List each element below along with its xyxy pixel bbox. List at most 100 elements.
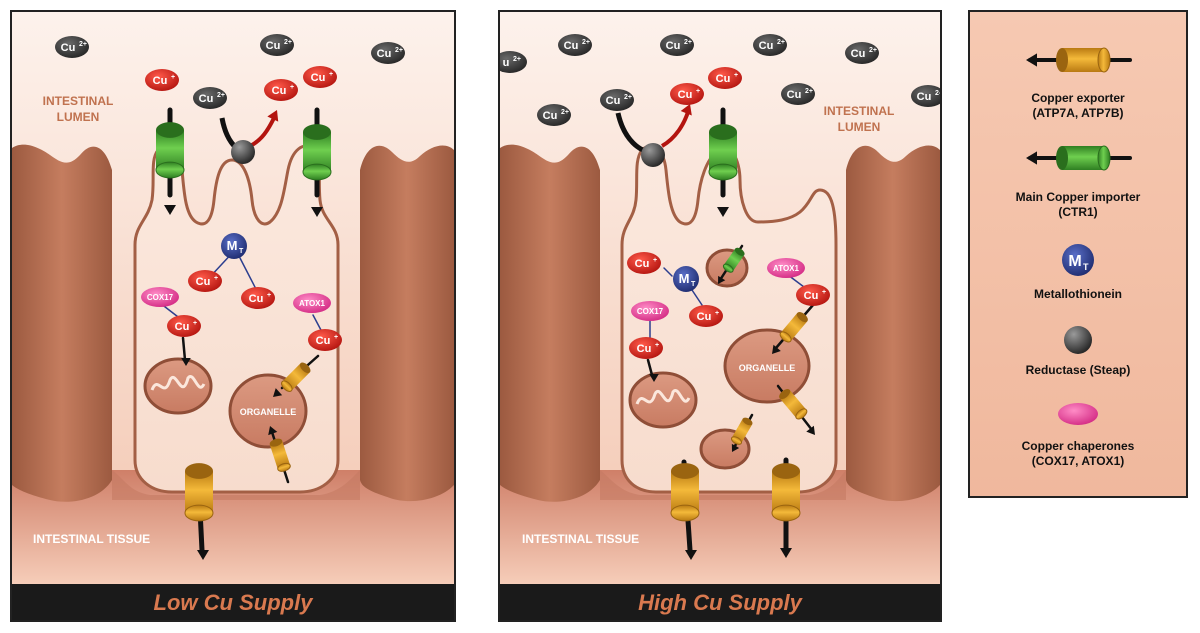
high-lumen-label-line2: LUMEN	[838, 120, 881, 134]
high-lumen-label-line1: INTESTINAL	[824, 104, 895, 118]
low-panel-title: Low Cu Supply	[154, 590, 315, 615]
low-importer1-channel	[155, 122, 185, 179]
cu-2plus-charge: 2+	[284, 39, 292, 46]
cu-2plus-label: Cu	[606, 95, 621, 107]
low-cu1-lumen2: Cu+	[264, 79, 298, 101]
low-cu1-lumen3: Cu+	[303, 66, 337, 88]
high-cu2-clipped-right-label: Cu	[917, 91, 932, 103]
high-supply-panel: ORGANELLE	[498, 10, 942, 622]
low-cox17-chaperone: COX17	[141, 287, 179, 307]
low-cu1-mt2: Cu+	[241, 287, 275, 309]
cu-2plus-charge: 2+	[582, 39, 590, 46]
cu-2plus-charge: 2+	[684, 39, 692, 46]
legend-exporter-line2: (ATP7A, ATP7B)	[1032, 106, 1123, 120]
legend-exporter-arrow	[1026, 53, 1037, 67]
legend-importer-line1: Main Copper importer	[1016, 190, 1141, 204]
cu-2plus-label: Cu	[851, 48, 866, 60]
high-cu1-lumen1: Cu+	[670, 83, 704, 105]
cu-plus-charge: +	[193, 320, 197, 327]
cu-plus-label: Cu	[311, 72, 326, 84]
cu-2plus-charge: 2+	[79, 41, 87, 48]
cu-plus-label: Cu	[175, 321, 190, 333]
high-mitochondrion	[628, 371, 698, 429]
low-reductase	[231, 140, 255, 164]
cu-plus-label: Cu	[804, 290, 819, 302]
legend-reductase-icon	[1064, 326, 1092, 354]
cu-2plus-label: Cu	[666, 40, 681, 52]
chaperone-label: COX17	[147, 293, 174, 302]
mt-label: M	[227, 238, 238, 253]
mt-sub-label: T	[239, 248, 244, 255]
high-vesicle-importer	[722, 247, 745, 273]
low-importer2-arrow	[311, 207, 323, 217]
high-importer-arrow	[717, 207, 729, 217]
high-vesicle-export-arrow	[731, 443, 740, 452]
cu-2plus-charge: 2+	[624, 94, 632, 101]
high-vesicle-import-arrow	[718, 275, 726, 284]
high-cu2-clipped-left-charge: 2+	[513, 56, 521, 63]
cu-plus-charge: +	[329, 71, 333, 78]
chaperone-label: ATOX1	[773, 264, 799, 273]
high-basal2-arrow	[780, 548, 792, 558]
low-panel-frame	[10, 10, 456, 622]
high-vesicle-exporter	[730, 417, 753, 445]
cu-2plus-charge: 2+	[805, 88, 813, 95]
high-mt-link2	[691, 289, 703, 306]
low-atox1-chaperone: ATOX1	[293, 293, 331, 313]
high-cu2-clipped-left-label: u	[503, 57, 510, 69]
high-importer-channel	[708, 124, 738, 181]
mt-label: M	[679, 271, 690, 286]
low-organelle: ORGANELLE	[228, 373, 308, 449]
high-cu1-mt2: Cu+	[689, 305, 723, 327]
high-cox17-mito-track	[646, 358, 654, 377]
high-organelle-export-arrow	[806, 425, 815, 435]
high-left-villus	[500, 144, 600, 502]
high-panel-frame	[498, 10, 942, 622]
chaperone-label: ATOX1	[299, 299, 325, 308]
cu-plus-label: Cu	[316, 335, 331, 347]
cu-plus-charge: +	[171, 74, 175, 81]
cu-plus-label: Cu	[716, 73, 731, 85]
low-title-bar	[12, 584, 454, 620]
mt-sub-label: T	[691, 281, 696, 288]
low-cox17-mito-arrow	[181, 358, 191, 366]
high-cu2-clipped-right-charge: 2-	[935, 90, 942, 97]
cu-plus-charge: +	[822, 289, 826, 296]
low-lumen-label-line1: INTESTINAL	[43, 94, 114, 108]
cu-plus-label: Cu	[196, 276, 211, 288]
exporter-icon	[1056, 47, 1111, 73]
high-organelle-label: ORGANELLE	[739, 363, 796, 373]
high-cu1-mt1: Cu+	[627, 252, 661, 274]
low-organelle-label: ORGANELLE	[240, 407, 297, 417]
high-basal-exporter2	[771, 463, 801, 522]
low-right-villus	[360, 145, 454, 502]
low-lumen-label-line2: LUMEN	[57, 110, 100, 124]
cu-plus-label: Cu	[637, 343, 652, 355]
cu-plus-charge: +	[267, 292, 271, 299]
cu-2plus-charge: 2+	[561, 109, 569, 116]
legend-importer-line2: (CTR1)	[1058, 205, 1097, 219]
low-cu1-mt1: Cu+	[188, 270, 222, 292]
cu-plus-label: Cu	[635, 258, 650, 270]
high-reductase-arrow	[680, 104, 692, 116]
high-tissue-label: INTESTINAL TISSUE	[522, 532, 639, 546]
cu-2plus-label: Cu	[199, 93, 214, 105]
legend-mt-label: M	[1068, 253, 1081, 270]
cu-2plus-charge: 2+	[395, 47, 403, 54]
low-basal-band	[112, 470, 360, 500]
cu-plus-charge: +	[734, 72, 738, 79]
high-basal1-arrow	[685, 550, 697, 560]
cu-2plus-label: Cu	[377, 48, 392, 60]
low-enterocyte-cell	[133, 144, 340, 494]
legend-chaperones-line1: Copper chaperones	[1022, 439, 1135, 453]
cu-plus-label: Cu	[678, 89, 693, 101]
